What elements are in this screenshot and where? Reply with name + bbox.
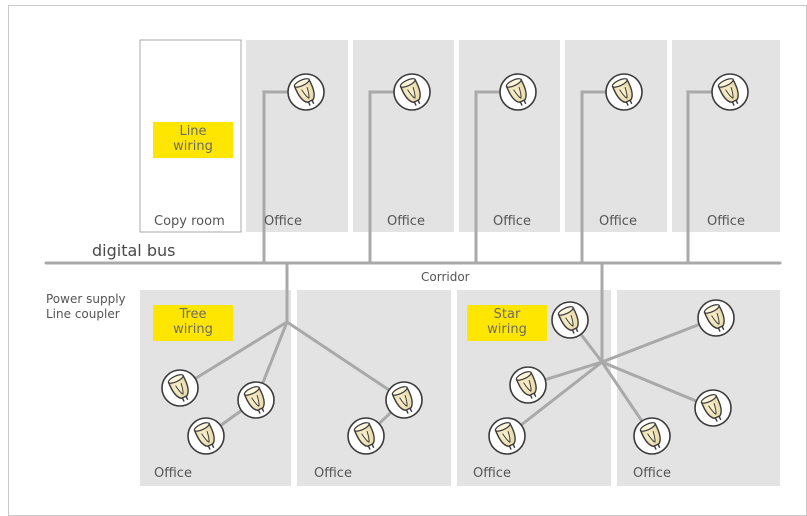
room-label: Office xyxy=(154,466,192,481)
room-office-top-2 xyxy=(353,40,454,232)
room-label: Copy room xyxy=(154,214,225,229)
digital-bus-label: digital bus xyxy=(92,241,176,260)
light-bulb-icon xyxy=(237,381,275,419)
line-wiring-label: Line wiring xyxy=(153,122,233,158)
light-bulb-icon xyxy=(551,301,589,339)
light-bulb-icon xyxy=(385,381,423,419)
light-bulb-icon xyxy=(499,73,537,111)
light-bulb-icon xyxy=(605,73,643,111)
room-office-top-5 xyxy=(672,40,780,232)
light-bulb-icon xyxy=(287,73,325,111)
power-supply-label: Power supply xyxy=(46,292,126,306)
room-label: Office xyxy=(633,466,671,481)
room-label: Office xyxy=(314,466,352,481)
light-bulb-icon xyxy=(347,417,385,455)
star-wiring-label: Star wiring xyxy=(467,305,547,341)
light-bulb-icon xyxy=(187,417,225,455)
room-label: Office xyxy=(387,214,425,229)
light-bulb-icon xyxy=(711,73,749,111)
room-label: Office xyxy=(473,466,511,481)
light-bulb-icon xyxy=(694,389,732,427)
room-office-top-3 xyxy=(459,40,560,232)
room-office-bottom-2 xyxy=(297,290,451,486)
tree-wiring-label: Tree wiring xyxy=(153,305,233,341)
light-bulb-icon xyxy=(161,369,199,407)
corridor-label: Corridor xyxy=(421,270,470,284)
light-bulb-icon xyxy=(509,366,547,404)
room-office-top-4 xyxy=(565,40,667,232)
light-bulb-icon xyxy=(488,417,526,455)
room-label: Office xyxy=(493,214,531,229)
light-bulb-icon xyxy=(393,73,431,111)
room-office-top-1 xyxy=(246,40,348,232)
room-label: Office xyxy=(264,214,302,229)
line-coupler-label: Line coupler xyxy=(46,307,120,321)
light-bulb-icon xyxy=(697,299,735,337)
room-label: Office xyxy=(599,214,637,229)
room-label: Office xyxy=(707,214,745,229)
light-bulb-icon xyxy=(633,417,671,455)
